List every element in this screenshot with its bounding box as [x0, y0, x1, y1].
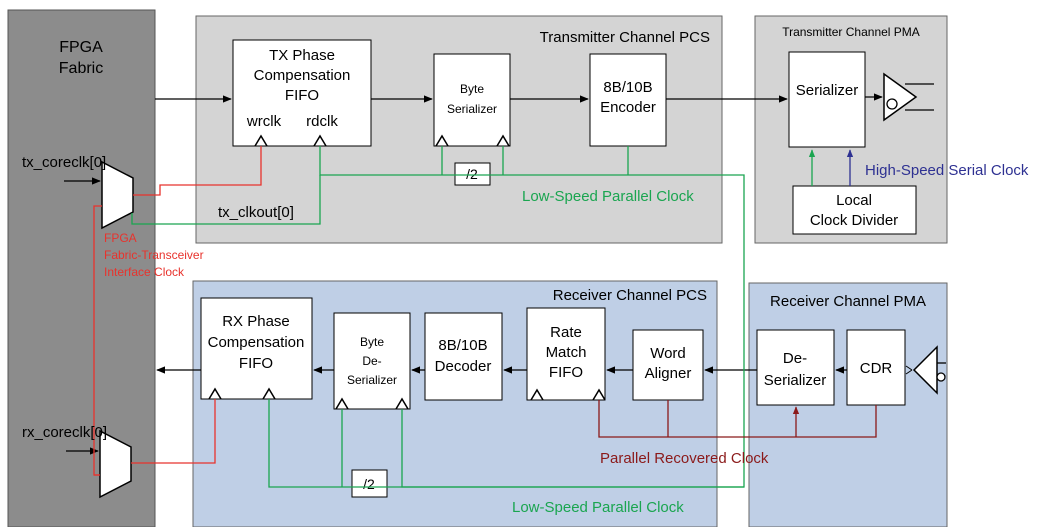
word-aligner-label-2: Aligner [645, 365, 692, 382]
rx-interface-clock-path [131, 399, 216, 464]
cdr-label: CDR [860, 360, 893, 377]
interface-clock-label-3: Interface Clock [104, 265, 185, 279]
rx-fifo-label-1: RX Phase [222, 313, 290, 330]
tx-fifo-label-3: FIFO [285, 87, 319, 104]
parallel-recovered-clock-path [598, 400, 877, 438]
tx-clkout-label: tx_clkout[0] [218, 204, 294, 221]
rx-fifo-clk-marker-2 [262, 387, 276, 400]
tx-coreclk-label: tx_coreclk[0] [22, 154, 106, 171]
fabric-title-line2: Fabric [59, 60, 103, 77]
rate-match-label-2: Match [546, 344, 587, 361]
rx-decoder-label-2: Decoder [435, 358, 492, 375]
tx-fifo-wrclk-label: wrclk [246, 113, 282, 130]
rx-input-buffer-bubble [936, 372, 946, 382]
rate-match-label-1: Rate [550, 324, 582, 341]
rx-fifo-clk-marker-1 [208, 387, 222, 400]
tx-pma-title: Transmitter Channel PMA [782, 25, 920, 39]
interface-clock-label-1: FPGA [104, 231, 137, 245]
rx-pcs-title: Receiver Channel PCS [553, 287, 707, 304]
word-aligner-label-1: Word [650, 345, 686, 362]
fpga-fabric-panel [7, 9, 156, 527]
rx-fifo-label-2: Compensation [208, 334, 305, 351]
parallel-recovered-clock-label: Parallel Recovered Clock [600, 450, 769, 467]
rx-divide-by-2-label: /2 [363, 476, 375, 492]
tx-byte-serializer-label-2: Serializer [447, 102, 497, 116]
deserializer-label-1: De- [783, 350, 807, 367]
tx-divide-by-2-label: /2 [466, 166, 478, 182]
rate-match-clk-marker-1 [530, 388, 544, 401]
tx-fifo-rdclk-label: rdclk [306, 113, 338, 130]
tx-byte-serializer-label-1: Byte [460, 82, 484, 96]
rx-byte-deserializer-label-2: De- [362, 354, 381, 368]
fabric-title-line1: FPGA [59, 39, 103, 56]
tx-pcs-title: Transmitter Channel PCS [540, 29, 710, 46]
rx-phase-comp-fifo-block [200, 297, 313, 400]
high-speed-serial-clock-label: High-Speed Serial Clock [865, 162, 1029, 179]
local-clock-divider-label-1: Local [836, 192, 872, 209]
tx-8b10b-encoder-block [589, 53, 667, 147]
rx-low-speed-clock-label: Low-Speed Parallel Clock [512, 499, 684, 516]
tx-divide-by-2-block [454, 162, 491, 186]
rx-byte-deserializer-clk-marker-2 [395, 397, 409, 410]
tx-byte-serializer-block [433, 53, 511, 147]
tx-encoder-label-1: 8B/10B [603, 79, 652, 96]
rx-8b10b-decoder-block [424, 312, 503, 401]
tx-encoder-label-2: Encoder [600, 99, 656, 116]
tx-byte-serializer-clk-marker-2 [496, 134, 510, 147]
tx-fifo-wrclk-marker [254, 134, 268, 147]
tx-parallel-clock-path [319, 146, 745, 488]
rate-match-fifo-block [526, 307, 606, 401]
tx-interface-clock-path [133, 146, 262, 196]
rx-byte-deserializer-label-1: Byte [360, 335, 384, 349]
rx-coreclk-label: rx_coreclk[0] [22, 424, 107, 441]
tx-fifo-label-1: TX Phase [269, 47, 335, 64]
rx-decoder-label-1: 8B/10B [438, 337, 487, 354]
rx-input-buffer [912, 345, 938, 395]
rx-pma-title: Receiver Channel PMA [770, 293, 926, 310]
deserializer-block [756, 329, 835, 406]
tx-clkout-path [131, 175, 321, 225]
tx-fifo-label-2: Compensation [254, 67, 351, 84]
rx-input-to-cdr-arrow [905, 365, 913, 375]
tx-byte-serializer-clk-marker-1 [435, 134, 449, 147]
word-aligner-block [632, 329, 704, 401]
rx-byte-deserializer-block [333, 312, 411, 410]
interface-clock-label-2: Fabric-Transceiver [104, 248, 204, 262]
deserializer-label-2: Serializer [764, 372, 827, 389]
rx-divide-by-2-block [351, 469, 388, 498]
tx-low-speed-clock-label: Low-Speed Parallel Clock [522, 188, 694, 205]
rate-match-clk-marker-2 [592, 388, 606, 401]
cdr-block [846, 329, 906, 406]
serializer-label: Serializer [796, 82, 859, 99]
tx-fifo-rdclk-marker [313, 134, 327, 147]
serializer-block [788, 51, 866, 148]
tx-output-buffer-bubble [886, 98, 898, 110]
rx-parallel-clock-path [268, 399, 744, 488]
rx-byte-deserializer-clk-marker-1 [335, 397, 349, 410]
local-clock-divider-label-2: Clock Divider [810, 212, 898, 229]
rx-byte-deserializer-label-3: Serializer [347, 373, 397, 387]
local-clock-divider-block [792, 185, 917, 235]
tx-phase-comp-fifo-block [232, 39, 372, 147]
rate-match-label-3: FIFO [549, 364, 583, 381]
rx-fifo-label-3: FIFO [239, 355, 273, 372]
